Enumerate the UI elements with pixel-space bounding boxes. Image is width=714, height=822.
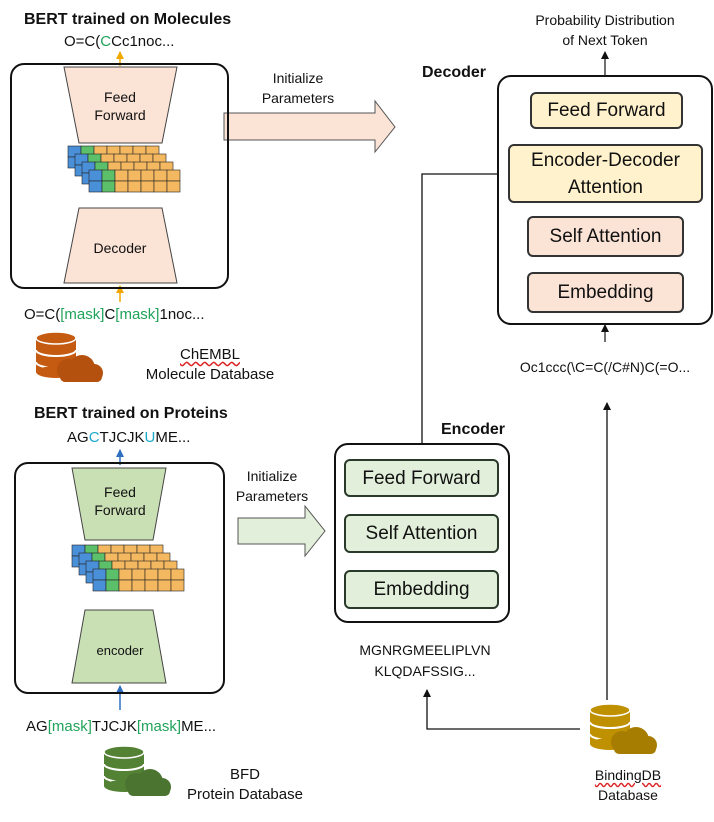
decoder-embedding-block: Embedding — [527, 272, 684, 313]
encoder-self-attention-block: Self Attention — [344, 514, 499, 553]
molecule-output-seq: O=C(CCc1noc... — [64, 33, 175, 50]
encoder-feed-forward-block: Feed Forward — [344, 459, 499, 497]
encoder-to-decoder-arrow — [421, 170, 506, 458]
molecule-bert-title: BERT trained on Molecules — [24, 11, 232, 28]
protein-input-seq: AG[mask]TJCJK[mask]ME... — [26, 718, 217, 735]
protein-bert-title: BERT trained on Proteins — [34, 405, 228, 422]
protein-feed-forward-label: Feed Forward — [94, 484, 146, 518]
initialize-params-top-label: Initialize Parameters — [261, 70, 335, 106]
initialize-arrow-bottom — [237, 504, 326, 558]
protein-token-matrix — [71, 544, 185, 592]
chembl-caption: ChEMBL Molecule Database — [145, 346, 275, 383]
protein-feed-forward-trapezoid — [71, 467, 167, 541]
encoder-embedding-block: Embedding — [344, 570, 499, 609]
bfd-database-icon — [103, 745, 171, 796]
protein-encoder-trapezoid — [71, 609, 167, 684]
protein-bert-panel — [14, 462, 225, 694]
matrix-cell — [166, 180, 181, 193]
protein-encoder-label: encoder — [96, 643, 144, 658]
bindingdb-to-encoder-arrow — [423, 689, 580, 730]
decoder-output-label: Probability Distribution of Next Token — [535, 12, 675, 48]
bindingdb-caption: BindingDB Database — [594, 767, 662, 803]
molecule-input-seq: O=C([mask]C[mask]1noc... — [24, 306, 205, 323]
bfd-caption: BFD Protein Database — [187, 766, 303, 803]
decoder-self-attention-block: Self Attention — [527, 216, 684, 257]
molecule-feed-forward-trapezoid — [63, 66, 178, 144]
decoder-input-seq: Oc1ccc(\C=C(/C#N)C(=O... — [519, 359, 691, 375]
decoder-title: Decoder — [422, 64, 487, 81]
bindingdb-database-icon — [589, 703, 657, 754]
molecule-bert-panel — [10, 63, 229, 289]
initialize-params-bottom-label: Initialize Parameters — [235, 468, 309, 504]
molecule-feed-forward-label: Feed Forward — [94, 89, 146, 123]
encoder-input-seq: MGNRGMEELIPLVN KLQDAFSSIG... — [359, 642, 491, 679]
matrix-cell — [170, 579, 185, 592]
molecule-decoder-label: Decoder — [93, 240, 147, 256]
molecule-token-matrix — [67, 145, 181, 193]
chembl-database-icon — [35, 331, 103, 382]
decoder-enc-dec-attention-block: Encoder-Decoder Attention — [508, 144, 703, 203]
decoder-feed-forward-block: Feed Forward — [530, 92, 683, 129]
encoder-title: Encoder — [441, 421, 506, 438]
initialize-arrow-top — [223, 99, 396, 154]
protein-output-seq: AGCTJCJKUME... — [67, 429, 191, 446]
molecule-decoder-trapezoid — [63, 207, 178, 284]
